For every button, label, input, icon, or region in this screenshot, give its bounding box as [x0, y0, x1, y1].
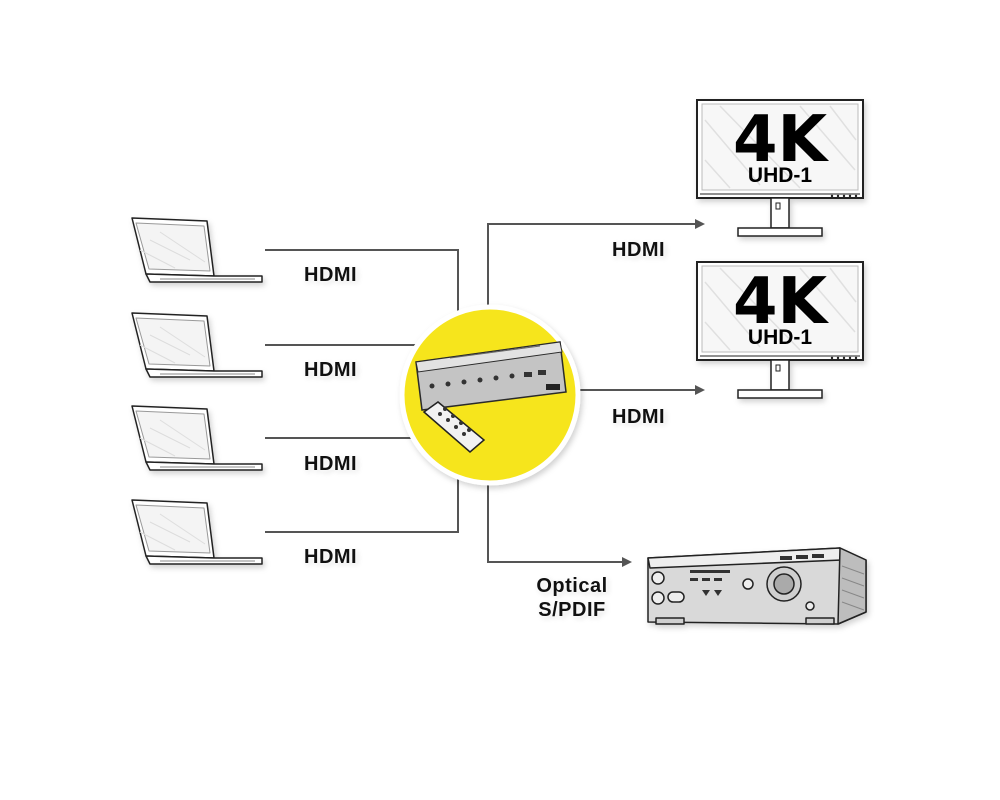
label-input-4: HDMI [304, 546, 358, 568]
monitor-2-standard: UHD-1 [747, 326, 813, 349]
switch-highlight [399, 304, 581, 486]
wire-output-audio [487, 478, 632, 567]
monitor-1-standard: UHD-1 [747, 164, 813, 187]
monitor-icon [696, 99, 864, 237]
input-wires [265, 249, 459, 533]
label-audio-line1: Optical [536, 575, 608, 597]
label-audio-line2: S/PDIF [538, 599, 606, 621]
wire-input-4 [265, 470, 459, 533]
label-output-1: HDMI [612, 239, 666, 261]
label-input-2: HDMI [304, 359, 358, 381]
label-input-1: HDMI [304, 264, 358, 286]
monitor-2-resolution: 4K [732, 265, 828, 339]
label-audio-output: Optical S/PDIF [522, 574, 622, 622]
laptop-icon [131, 312, 263, 378]
monitors [696, 99, 864, 399]
monitor-1-resolution: 4K [732, 103, 828, 177]
wire-output-1 [487, 219, 705, 305]
wire-input-1 [265, 249, 459, 318]
monitor-icon [696, 261, 864, 399]
laptop-icon [131, 217, 263, 283]
laptop-icon [131, 405, 263, 471]
label-input-3: HDMI [304, 453, 358, 475]
hdmi-switch-icon [415, 341, 567, 411]
remote-control-icon [422, 401, 486, 453]
label-output-2: HDMI [612, 406, 666, 428]
output-wires [487, 219, 705, 567]
av-receiver-icon [647, 547, 867, 625]
laptop-icon [131, 499, 263, 565]
laptops [131, 217, 263, 565]
